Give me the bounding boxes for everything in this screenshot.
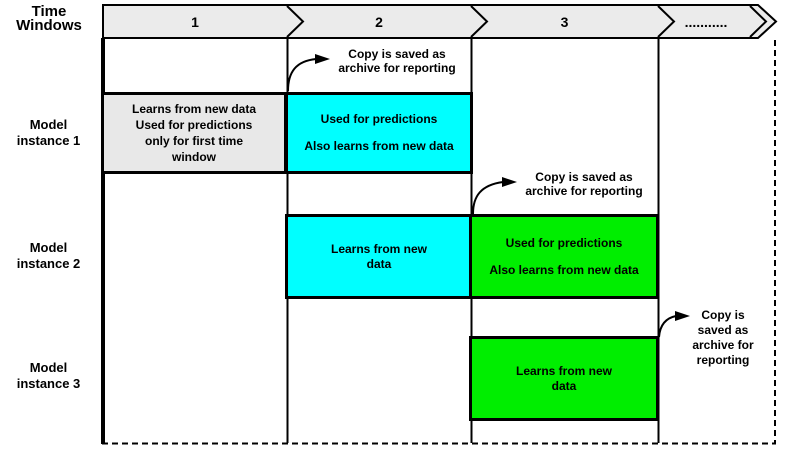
time-window-2-label: 2	[375, 13, 383, 30]
copy-annotation-3-line1: Copy is	[701, 308, 745, 322]
copy-annotation-1: Copy is saved as archive for reporting	[322, 47, 472, 75]
chevron-separator-icon	[657, 5, 676, 38]
model-instance-2-label: Model instance 2	[0, 240, 97, 272]
box-text-line: Learns from new data	[131, 102, 257, 116]
box-text-paragraph: Learns from new data	[515, 363, 613, 393]
model-instance-1-label-line1: Model	[29, 117, 68, 132]
copy-annotation-3-line4: reporting	[696, 353, 750, 367]
time-window-3-label: 3	[560, 13, 569, 30]
copy-annotation-2-line1: Copy is saved as	[535, 170, 633, 184]
model1-window1-box: Learns from new data Used for prediction…	[101, 92, 287, 174]
model-instance-3-label-line1: Model	[29, 360, 68, 375]
box-text-paragraph: Used for predictions	[505, 235, 623, 250]
chevron-separator-icon	[470, 5, 489, 38]
copy-arrowhead-1-icon	[315, 54, 330, 64]
copy-annotation-2: Copy is saved as archive for reporting	[514, 170, 654, 198]
box-text-paragraph: Also learns from new data	[489, 262, 639, 277]
time-window-1-label: 1	[191, 13, 199, 30]
time-windows-title-line2: Windows	[16, 17, 82, 34]
box-text-line: Used for predictions	[135, 118, 253, 132]
model-instance-1-label: Model instance 1	[0, 117, 97, 149]
copy-arrow-2	[472, 181, 504, 215]
box-text-line: only for first time	[144, 134, 243, 148]
copy-arrow-3	[658, 315, 677, 338]
copy-arrowhead-2-icon	[502, 177, 517, 187]
model3-window3-box: Learns from new data	[469, 336, 659, 421]
copy-arrow-1	[287, 58, 317, 92]
copy-annotation-3-line3: archive for	[692, 338, 754, 352]
model-instance-3-label: Model instance 3	[0, 360, 97, 392]
model-instance-3-label-line2: instance 3	[16, 376, 81, 391]
copy-annotation-1-line1: Copy is saved as	[348, 47, 446, 61]
chevron-separator-icon	[286, 5, 305, 38]
chevron-separator-icon	[749, 5, 768, 38]
model2-window3-box: Used for predictions Also learns from ne…	[469, 214, 659, 299]
model-instance-1-label-line2: instance 1	[16, 133, 81, 148]
time-window-more-label: ...........	[684, 13, 728, 30]
model2-window2-box: Learns from new data	[285, 214, 473, 299]
box-text-paragraph: Used for predictions	[320, 112, 438, 126]
box-text-paragraph: Also learns from new data	[304, 139, 454, 153]
copy-arrowhead-3-icon	[675, 311, 690, 321]
model-instance-2-label-line1: Model	[29, 240, 68, 255]
copy-annotation-2-line2: archive for reporting	[525, 183, 643, 198]
copy-annotation-3: Copy is saved as archive for reporting	[678, 308, 768, 368]
time-windows-title: Time Windows	[2, 3, 96, 34]
box-text-paragraph: Learns from new data	[330, 241, 428, 271]
copy-annotation-3-line2: saved as	[697, 323, 749, 337]
model1-window2-box: Used for predictions Also learns from ne…	[285, 92, 473, 174]
copy-annotation-1-line2: archive for reporting	[338, 60, 456, 75]
model-instance-2-label-line2: instance 2	[16, 256, 81, 271]
time-windows-title-line1: Time	[31, 3, 67, 20]
time-axis-band	[102, 4, 778, 39]
box-text-line: window	[172, 150, 216, 164]
